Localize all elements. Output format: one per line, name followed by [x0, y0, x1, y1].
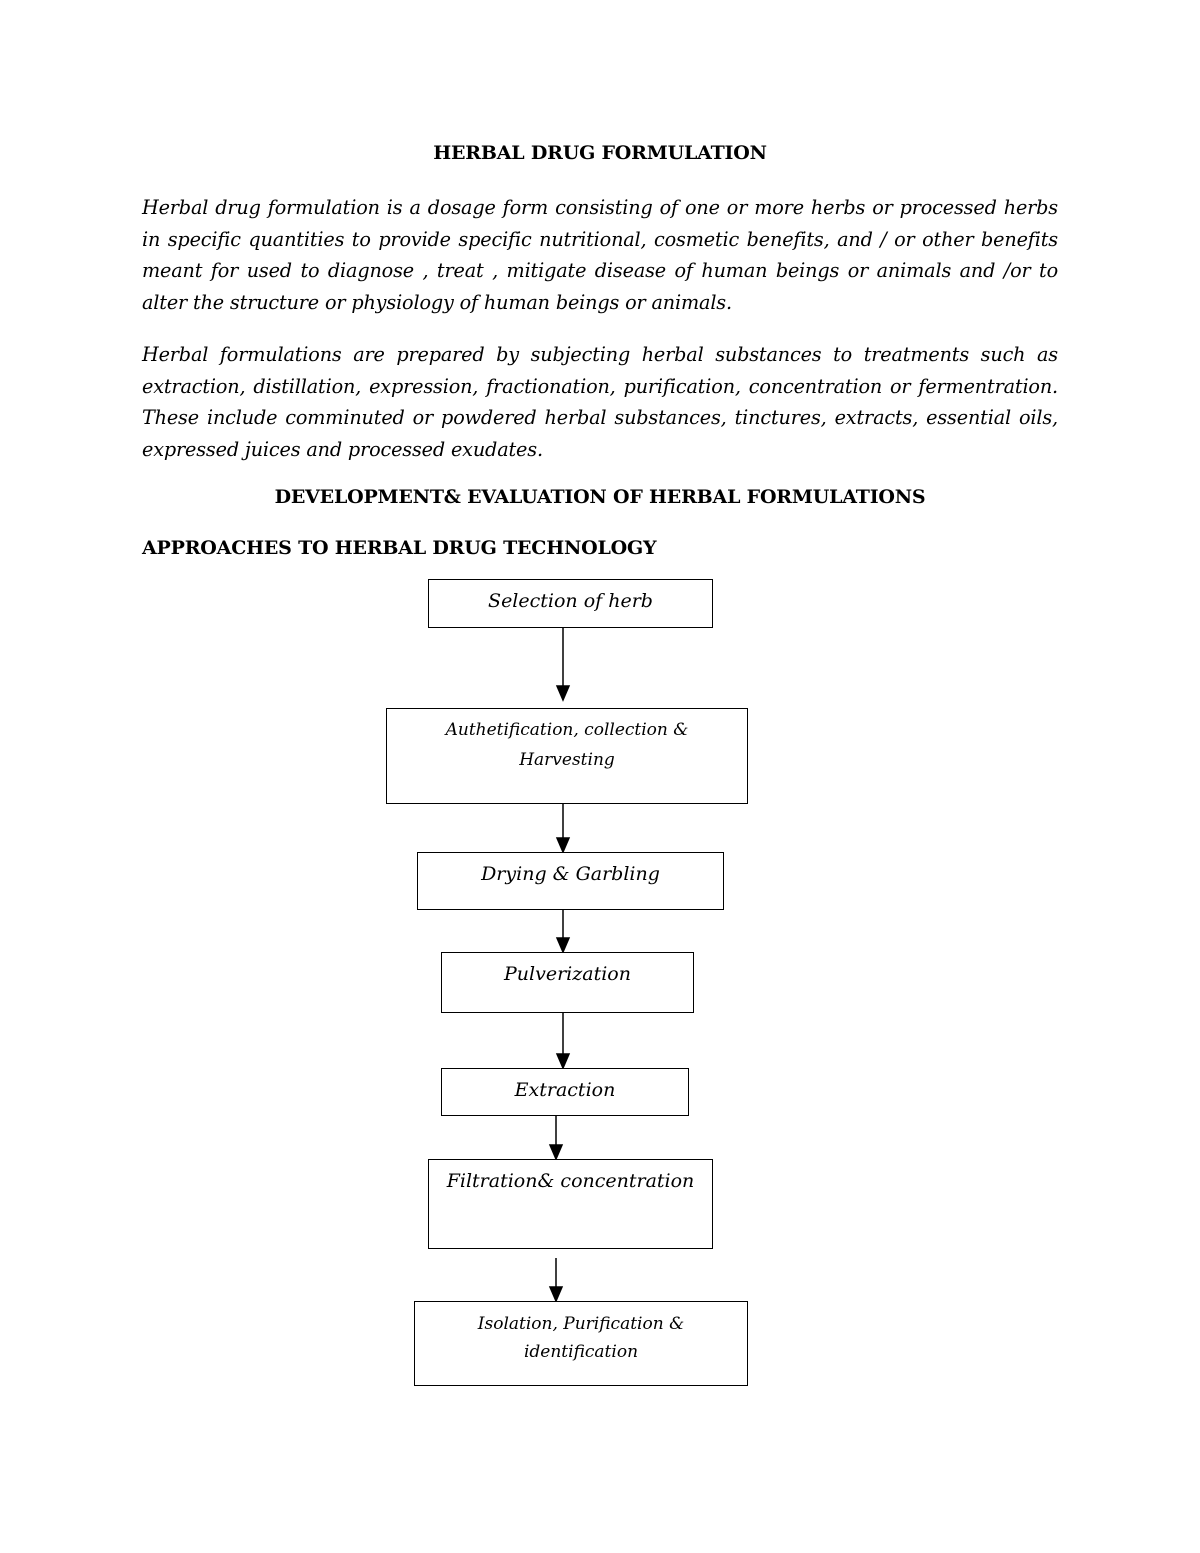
subsection-heading: APPROACHES TO HERBAL DRUG TECHNOLOGY	[142, 537, 657, 559]
flow-step-pulverization: Pulverization	[441, 952, 694, 1013]
flow-step-drying: Drying & Garbling	[417, 852, 724, 910]
arrow-2	[555, 804, 571, 854]
flow-step-text: Filtration& concentration	[446, 1170, 695, 1192]
flow-step-text: Drying & Garbling	[481, 863, 660, 885]
flow-step-text: Isolation, Purification &	[477, 1314, 685, 1334]
arrow-1	[555, 628, 571, 702]
flow-step-text: Selection of herb	[488, 590, 653, 612]
flow-step-text: Harvesting	[519, 750, 615, 770]
flow-step-filtration: Filtration& concentration	[428, 1159, 713, 1249]
document-title: HERBAL DRUG FORMULATION	[433, 142, 767, 164]
flow-step-extraction: Extraction	[441, 1068, 689, 1116]
flow-step-text: identification	[523, 1342, 639, 1362]
flow-step-authentication: Authetification, collection & Harvesting	[386, 708, 748, 804]
flow-step-text: Pulverization	[504, 963, 631, 985]
flow-step-text: Authetification, collection &	[445, 720, 689, 740]
arrow-5	[548, 1116, 564, 1161]
arrow-6	[548, 1258, 564, 1303]
arrow-3	[555, 910, 571, 954]
paragraph-preparation: Herbal formulations are prepared by subj…	[142, 343, 1058, 461]
arrow-4	[555, 1013, 571, 1070]
flow-step-text: Extraction	[514, 1079, 616, 1101]
flow-step-selection: Selection of herb	[428, 579, 713, 628]
section-heading: DEVELOPMENT& EVALUATION OF HERBAL FORMUL…	[274, 486, 926, 508]
paragraph-definition: Herbal drug formulation is a dosage form…	[142, 196, 1058, 314]
flow-step-isolation: Isolation, Purification & identification	[414, 1301, 748, 1386]
